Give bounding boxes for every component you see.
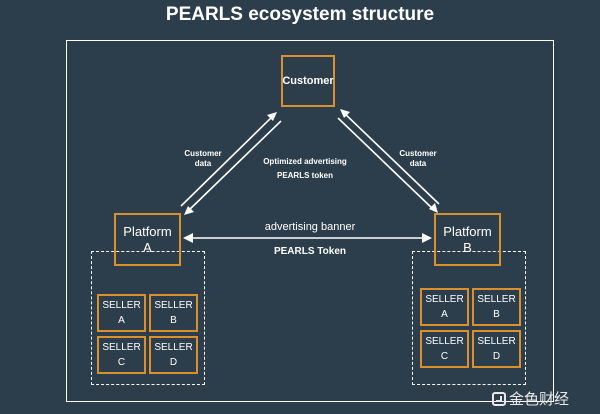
customer-node: Customer <box>281 55 335 107</box>
seller-id: B <box>170 314 177 326</box>
arrow-customer-to-b <box>337 117 435 211</box>
platform-a-line1: Platform <box>123 223 172 239</box>
advertising-banner-label: advertising banner <box>264 221 356 233</box>
seller-name: SELLER <box>477 335 516 347</box>
arrow-b-to-customer <box>342 111 440 205</box>
platform-a-line2: A <box>143 239 152 255</box>
customer-data-label-right: Customer data <box>391 149 445 169</box>
diagram-title: PEARLS ecosystem structure <box>165 4 435 25</box>
customer-data-label-left: Customer data <box>176 149 230 169</box>
customer-data-left-line2: data <box>194 159 212 168</box>
seller-b-b: SELLER B <box>472 288 521 326</box>
seller-group-b: SELLER A SELLER B SELLER C SELLER D <box>412 251 526 385</box>
arrow-a-to-customer <box>180 114 275 207</box>
watermark: 金色财经 <box>492 388 569 409</box>
watermark-logo-icon <box>492 391 506 406</box>
seller-id: C <box>117 356 126 368</box>
arrowhead-horizontal-left <box>183 233 193 243</box>
seller-id: C <box>440 350 449 362</box>
customer-label: Customer <box>282 75 334 87</box>
seller-name: SELLER <box>154 299 193 311</box>
seller-a-a: SELLER A <box>97 294 146 332</box>
platform-b-node: Platform B <box>434 213 501 266</box>
seller-name: SELLER <box>425 293 464 305</box>
seller-id: D <box>169 356 178 368</box>
arrowhead-horizontal-right <box>422 233 432 243</box>
arrowhead-customer-left <box>267 112 277 121</box>
seller-id: A <box>118 314 125 326</box>
seller-name: SELLER <box>102 341 141 353</box>
customer-data-right-line2: data <box>409 159 427 168</box>
arrow-customer-to-a <box>186 120 282 213</box>
platform-a-node: Platform A <box>114 213 181 266</box>
pearls-token-label: PEARLS Token <box>273 246 347 257</box>
arrowhead-platform-b <box>429 203 438 213</box>
seller-name: SELLER <box>102 299 141 311</box>
seller-b-a: SELLER A <box>420 288 469 326</box>
seller-name: SELLER <box>477 293 516 305</box>
seller-id: D <box>492 350 501 362</box>
customer-data-right-line1: Customer <box>399 149 437 158</box>
seller-a-b: SELLER B <box>149 294 198 332</box>
seller-name: SELLER <box>154 341 193 353</box>
watermark-text: 金色财经 <box>509 391 570 408</box>
arrowhead-platform-a <box>184 206 194 215</box>
arrowhead-customer-right <box>340 109 350 118</box>
seller-b-c: SELLER C <box>420 330 469 368</box>
seller-name: SELLER <box>425 335 464 347</box>
pearls-token-small-label: PEARLS token <box>276 171 333 180</box>
seller-id: B <box>493 308 500 320</box>
platform-b-line2: B <box>463 239 472 255</box>
platform-b-line1: Platform <box>443 223 492 239</box>
customer-data-left-line1: Customer <box>184 149 222 158</box>
seller-id: A <box>441 308 448 320</box>
seller-a-d: SELLER D <box>149 336 198 374</box>
seller-b-d: SELLER D <box>472 330 521 368</box>
optimized-advertising-label: Optimized advertising <box>263 157 347 166</box>
seller-group-a: SELLER A SELLER B SELLER C SELLER D <box>91 251 205 385</box>
ecosystem-frame <box>66 40 554 402</box>
seller-a-c: SELLER C <box>97 336 146 374</box>
